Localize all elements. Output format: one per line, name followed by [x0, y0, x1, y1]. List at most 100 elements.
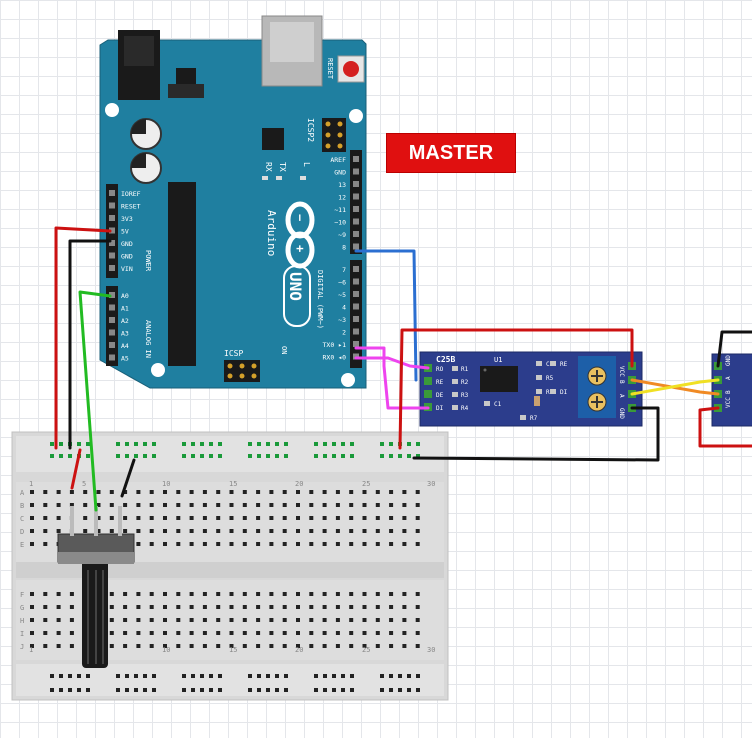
potentiometer — [57, 506, 135, 668]
wire-rx — [354, 356, 430, 370]
bb-hole — [163, 618, 167, 622]
wires — [54, 226, 752, 512]
bb-hole — [216, 490, 221, 494]
bb-hole — [216, 605, 221, 609]
bb-hole — [256, 516, 261, 520]
bb-hole — [109, 592, 114, 596]
smd-part — [536, 389, 542, 394]
bb-hole — [256, 605, 261, 609]
icsp2-label: ICSP2 — [306, 118, 315, 142]
bb-hole — [242, 529, 247, 533]
svg-text:−: − — [293, 214, 307, 221]
bb-hole — [282, 503, 287, 507]
bb-rail-hole — [248, 442, 252, 446]
bb-hole — [362, 605, 367, 609]
module-pin — [424, 390, 432, 398]
bb-hole — [309, 605, 314, 609]
bb-hole — [176, 618, 181, 622]
bb-rail-hole — [314, 454, 318, 458]
module-resistor-label: R3 — [461, 392, 469, 399]
bb-hole — [56, 503, 61, 507]
bb-rail-hole — [143, 454, 147, 458]
module-part-label: R5 — [546, 375, 554, 382]
bb-hole — [136, 542, 141, 546]
bb-row-letter: D — [20, 528, 24, 536]
module-right-pin-label: A — [618, 394, 625, 398]
bb-hole — [335, 644, 340, 648]
bb-hole — [109, 605, 114, 609]
bb-hole — [229, 529, 234, 533]
bb-hole — [56, 529, 61, 533]
bb-hole — [176, 542, 181, 546]
bb-hole — [296, 516, 300, 520]
bb-hole — [415, 631, 420, 635]
bb-hole — [309, 644, 314, 648]
digital-pin-label: ~5 — [338, 291, 346, 299]
bb-hole — [362, 542, 367, 546]
bb-rail-hole — [86, 688, 90, 692]
pin-socket — [109, 215, 115, 221]
bb-hole — [335, 542, 340, 546]
bb-hole — [296, 503, 300, 507]
bb-hole — [309, 631, 314, 635]
pin-socket — [109, 252, 115, 259]
bb-hole — [309, 542, 314, 546]
bb-hole — [123, 644, 128, 648]
bb-hole — [349, 529, 354, 533]
bb-hole — [415, 529, 420, 533]
module-resistor-label: R1 — [461, 366, 469, 373]
bb-hole — [149, 644, 154, 648]
bb-hole — [176, 644, 181, 648]
bb-hole — [282, 631, 287, 635]
bb-hole — [69, 503, 74, 507]
bb-row-letter: H — [20, 617, 24, 625]
smd-resistor — [452, 366, 458, 371]
module-pin — [424, 377, 432, 385]
bb-hole — [402, 605, 407, 609]
bb-hole — [349, 542, 354, 546]
bb-hole — [202, 618, 207, 622]
bb-hole — [30, 503, 34, 507]
bb-rail-hole — [248, 454, 252, 458]
bb-rail-hole — [200, 454, 204, 458]
bb-hole — [163, 503, 167, 507]
bb-rail-hole — [341, 454, 345, 458]
pin-socket — [353, 231, 359, 237]
bb-hole — [189, 529, 194, 533]
breadboard-labels: 115510101515202025253030ABCDEFGHIJ — [20, 480, 435, 654]
bb-hole — [216, 618, 221, 622]
bb-rail-hole — [86, 442, 90, 446]
bb-hole — [189, 644, 194, 648]
bb-rail-hole — [68, 454, 72, 458]
bb-hole — [375, 529, 380, 533]
bb-hole — [216, 516, 221, 520]
bb-col-number: 30 — [427, 646, 435, 654]
bb-rail-hole — [284, 674, 288, 678]
bb-rail-hole — [218, 674, 222, 678]
bb-hole — [375, 644, 380, 648]
bb-hole — [96, 516, 101, 520]
bb-rail-hole — [389, 688, 393, 692]
bb-hole — [349, 605, 354, 609]
bb-hole — [109, 490, 114, 494]
bb-rail-hole — [191, 454, 195, 458]
bb-hole — [136, 631, 141, 635]
bb-row-letter: E — [20, 541, 24, 549]
power-pin-label: GND — [121, 253, 133, 261]
bb-hole — [176, 605, 181, 609]
pin-socket — [109, 329, 115, 336]
bb-hole — [256, 631, 261, 635]
bb-rail-hole — [125, 442, 129, 446]
bb-col-number: 25 — [362, 480, 370, 488]
wire-a — [630, 378, 720, 396]
bb-rail-hole — [218, 442, 222, 446]
bb-rail-hole — [407, 674, 411, 678]
bb-col-number: 1 — [29, 480, 33, 488]
bb-hole — [30, 605, 34, 609]
bb-hole — [56, 490, 61, 494]
bb-rail-hole — [200, 674, 204, 678]
bb-hole — [136, 516, 141, 520]
bb-hole — [242, 605, 247, 609]
digital-pin-label: 2 — [342, 329, 346, 337]
